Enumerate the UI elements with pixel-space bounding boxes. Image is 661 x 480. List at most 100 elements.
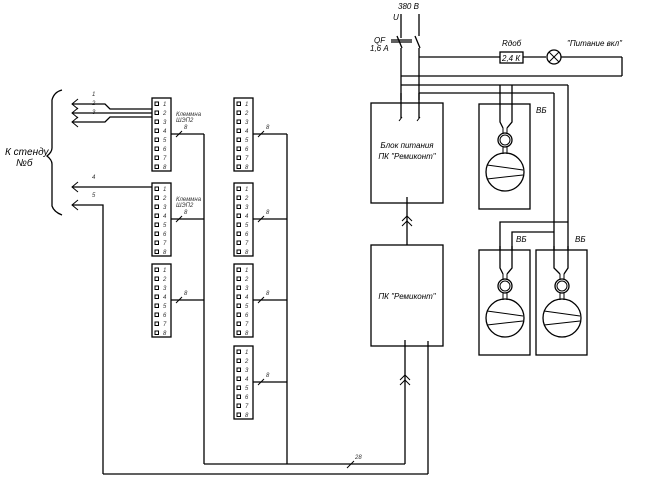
- breaker-qf: [391, 14, 421, 100]
- terminal-pin-number: 7: [163, 156, 167, 162]
- terminal-pin: [154, 321, 159, 326]
- terminal-pin: [236, 110, 241, 115]
- terminal-pin-number: 7: [163, 241, 167, 247]
- stand-wire-number: 2: [91, 101, 96, 107]
- stand-wire-line: [72, 103, 155, 110]
- ps-controller-link: [401, 197, 413, 248]
- terminal-pin-number: 5: [163, 138, 167, 144]
- terminal-pin: [236, 349, 241, 354]
- terminal-pin: [236, 249, 241, 254]
- terminal-pin-number: 3: [245, 205, 249, 211]
- bundle-count: 8: [266, 125, 270, 131]
- valve-feed-wire: [499, 221, 568, 250]
- valve-wire: [506, 85, 513, 129]
- terminal-pin-number: 8: [245, 331, 249, 337]
- bundle-count: 8: [266, 210, 270, 216]
- terminal-pin-number: 1: [245, 187, 248, 193]
- bundle-tick: [257, 378, 265, 386]
- terminal-pin-number: 6: [245, 313, 249, 319]
- valve-wire: [499, 246, 504, 275]
- terminal-pin: [236, 146, 241, 151]
- valve-coil-icon: [497, 278, 513, 294]
- terminal-pin: [154, 240, 159, 245]
- terminal-block-frame: [151, 97, 172, 172]
- terminal-pin-number: 2: [244, 111, 249, 117]
- power-supply-title-2: ПК "Ремиконт": [378, 152, 436, 161]
- terminal-pin: [154, 312, 159, 317]
- terminal-pin: [154, 330, 159, 335]
- terminal-pin-number: 6: [245, 395, 249, 401]
- stand-wire: 5: [71, 193, 104, 474]
- breaker-name: QF: [374, 36, 386, 45]
- valve-wire: [553, 246, 561, 275]
- terminal-pin: [154, 213, 159, 218]
- terminal-pin-number: 7: [245, 156, 249, 162]
- terminal-pin: [154, 303, 159, 308]
- terminal-pin: [236, 231, 241, 236]
- bundle-count: 8: [184, 210, 188, 216]
- stand-wire-line: [72, 204, 104, 474]
- valve-coil-icon: [554, 278, 570, 294]
- valve-frame: [478, 249, 531, 356]
- terminal-pin-number: 1: [163, 102, 166, 108]
- stand-wire: 4: [71, 175, 155, 193]
- terminal-block-frame: [151, 182, 172, 257]
- terminal-caption: Клеммна: [176, 197, 202, 203]
- terminal-pin: [154, 204, 159, 209]
- terminal-pin: [236, 155, 241, 160]
- valve-body-line: [486, 310, 524, 317]
- terminal-pin-number: 6: [245, 232, 249, 238]
- bundle-tick: [175, 130, 183, 138]
- controller-block: ПК "Ремиконт": [370, 244, 444, 474]
- terminal-pin-number: 3: [245, 286, 249, 292]
- stand-wire-line: [72, 116, 155, 123]
- valve-body-icon: [542, 298, 582, 338]
- terminal-pin-number: 4: [245, 295, 249, 301]
- terminal-pin: [154, 222, 159, 227]
- resistor-value: 2,4 К: [501, 54, 521, 63]
- stand-wire: 2: [71, 101, 155, 119]
- valve-frame: [535, 249, 588, 356]
- terminal-pin-number: 6: [163, 147, 167, 153]
- valve-body-icon: [485, 298, 525, 338]
- terminal-pin-number: 5: [163, 304, 167, 310]
- terminal-pin-number: 4: [163, 295, 167, 301]
- terminal-pin-number: 4: [245, 377, 249, 383]
- terminal-pin-number: 6: [163, 232, 167, 238]
- terminal-pin: [154, 164, 159, 169]
- terminal-block-frame: [233, 182, 254, 257]
- terminal-block-frame: [233, 97, 254, 172]
- bundle-tick: [257, 296, 265, 304]
- bundle-tick: [257, 130, 265, 138]
- terminal-pin: [236, 376, 241, 381]
- terminal-pin-number: 6: [163, 313, 167, 319]
- terminal-pin-number: 3: [163, 286, 167, 292]
- terminal-pin: [236, 367, 241, 372]
- terminal-pin: [236, 137, 241, 142]
- stand-wire-number: 3: [92, 110, 96, 116]
- bundle-count: 8: [184, 125, 188, 131]
- terminal-pin: [236, 358, 241, 363]
- stand-wire-number: 5: [92, 193, 96, 199]
- terminal-pin: [236, 195, 241, 200]
- terminal-pin-number: 4: [163, 214, 167, 220]
- main-bundle-label: 28: [354, 455, 362, 461]
- terminal-pin: [236, 294, 241, 299]
- terminal-pin: [154, 101, 159, 106]
- bundle-tick: [175, 215, 183, 223]
- stand-wires: 12 3 45: [71, 92, 155, 474]
- stand-wire: 1: [71, 92, 155, 110]
- terminal-pin-number: 1: [245, 268, 248, 274]
- breaker-rating: 1,6 А: [370, 44, 389, 53]
- terminal-pin-number: 7: [245, 404, 249, 410]
- valve-body-line: [486, 174, 524, 180]
- terminal-pin: [236, 330, 241, 335]
- terminal-pin-number: 5: [245, 304, 249, 310]
- indicator-lamp: [546, 49, 622, 65]
- terminal-caption: ШЭП2: [176, 118, 194, 124]
- terminal-pin: [154, 294, 159, 299]
- terminal-pin: [154, 267, 159, 272]
